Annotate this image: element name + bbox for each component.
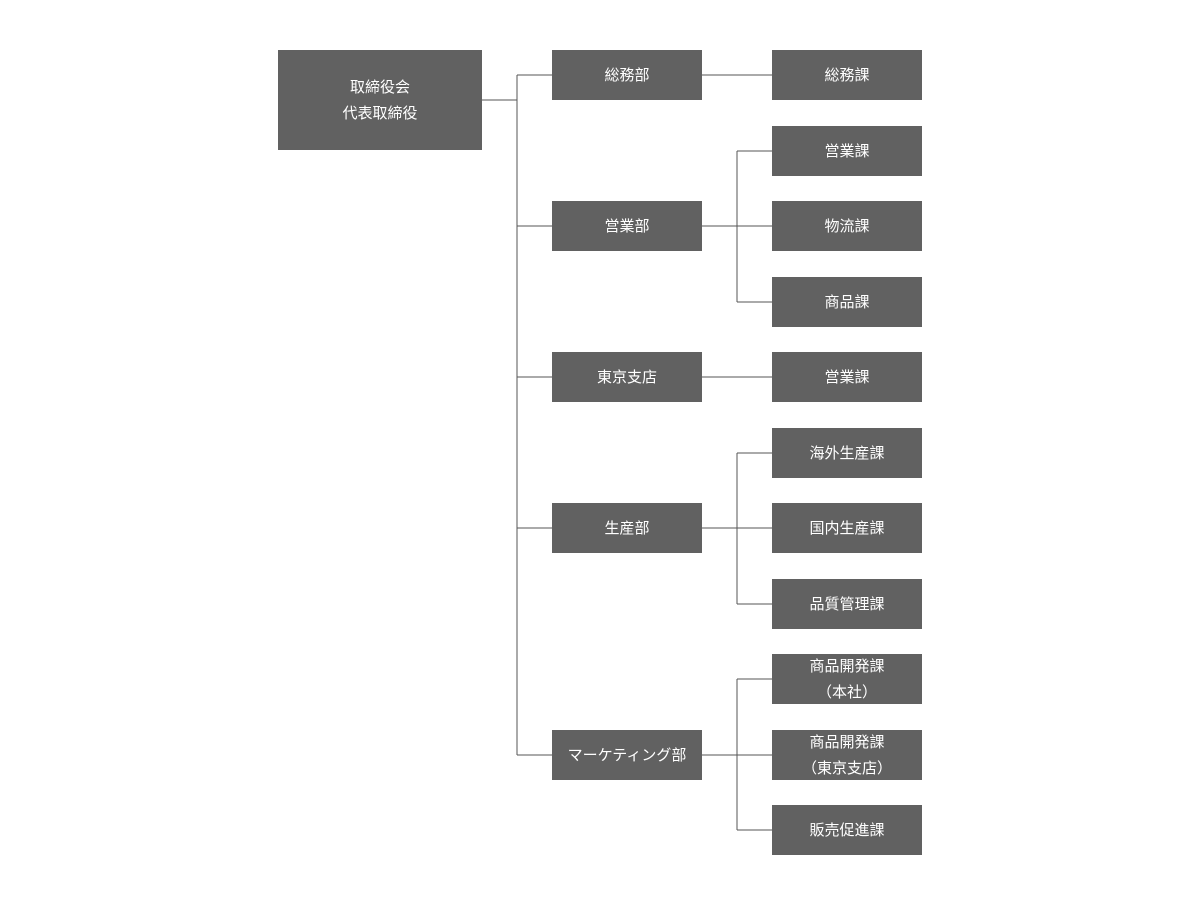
section-box-label: 販売促進課 [809, 821, 885, 839]
department-box: 東京支店 [552, 352, 702, 402]
root-box-label: 取締役会 [349, 78, 410, 96]
section-box: 商品開発課 （東京支店） [772, 730, 922, 780]
department-box: 総務部 [552, 50, 702, 100]
section-box: 海外生産課 [772, 428, 922, 478]
section-box: 総務課 [772, 50, 922, 100]
section-box: 物流課 [772, 201, 922, 251]
section-box: 営業課 [772, 126, 922, 176]
department-label: 営業部 [604, 217, 650, 235]
department-box: 生産部 [552, 503, 702, 553]
section-box-label: 物流課 [824, 217, 870, 235]
section-box-label: （本社） [816, 683, 877, 701]
section-box: 販売促進課 [772, 805, 922, 855]
section-box-label: （東京支店） [801, 759, 892, 777]
section-box-label: 総務課 [824, 66, 870, 84]
department-label: マーケティング部 [567, 746, 687, 764]
section-box: 商品課 [772, 277, 922, 327]
section-box: 品質管理課 [772, 579, 922, 629]
section-box: 国内生産課 [772, 503, 922, 553]
section-box: 営業課 [772, 352, 922, 402]
department-label: 東京支店 [596, 368, 657, 386]
section-box-label: 商品開発課 [809, 733, 885, 751]
section-box-label: 商品開発課 [809, 657, 885, 675]
section-box-label: 営業課 [824, 142, 870, 160]
department-label: 総務部 [604, 66, 650, 84]
section-box-label: 品質管理課 [809, 595, 885, 613]
department-box: マーケティング部 [552, 730, 702, 780]
root-box: 取締役会代表取締役 [278, 50, 482, 150]
section-box-label: 海外生産課 [809, 444, 885, 462]
section-box-label: 商品課 [824, 293, 870, 311]
department-label: 生産部 [604, 519, 650, 537]
section-box-label: 国内生産課 [809, 519, 885, 537]
root-box-label: 代表取締役 [342, 104, 418, 122]
department-box: 営業部 [552, 201, 702, 251]
section-box: 商品開発課 （本社） [772, 654, 922, 704]
section-box-label: 営業課 [824, 368, 870, 386]
